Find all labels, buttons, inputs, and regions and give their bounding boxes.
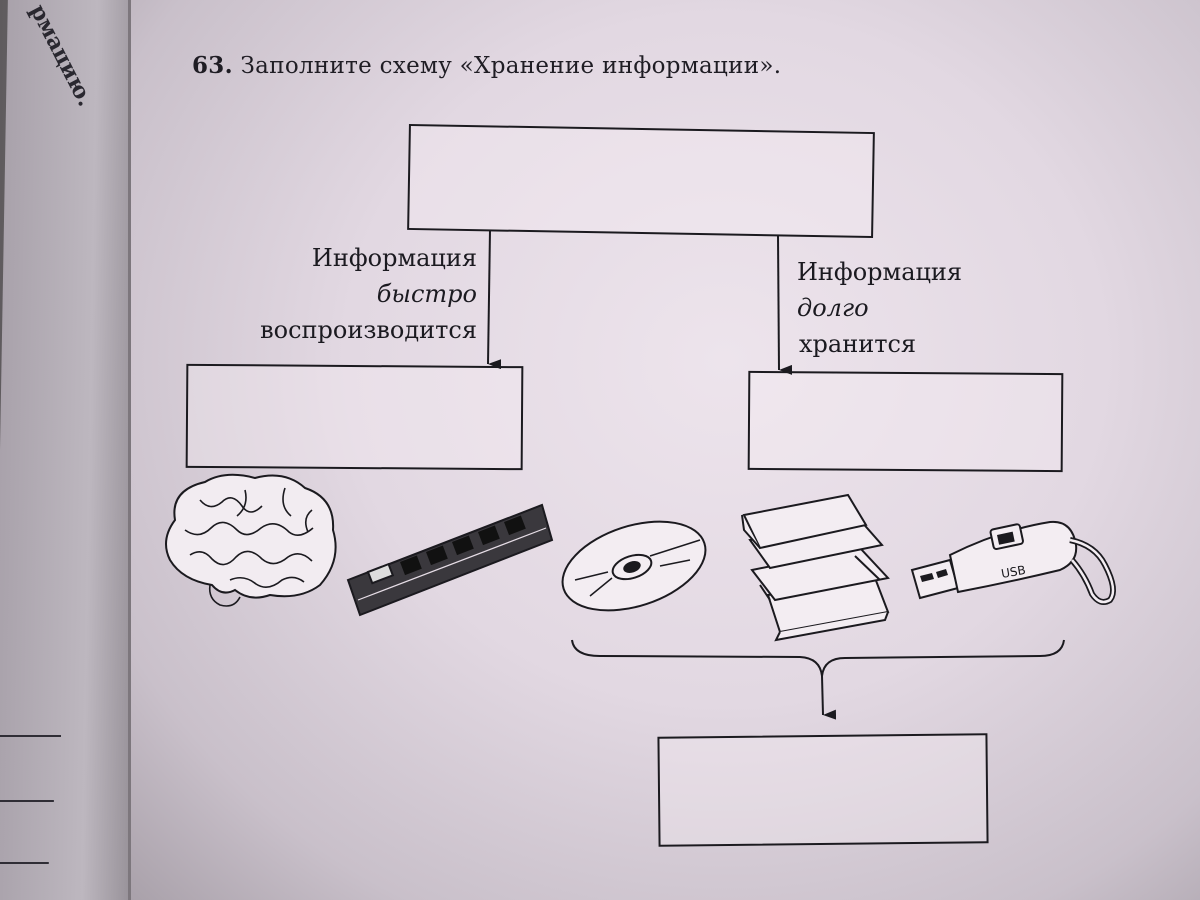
right-label-line2: долго: [797, 294, 869, 322]
compact-disc-icon: [561, 520, 707, 612]
exercise-number: 63.: [192, 52, 233, 79]
left-branch-label: Информация быстро воспроизводится: [212, 240, 477, 348]
left-label-line2: быстро: [376, 280, 477, 308]
ram-module-icon: [346, 503, 554, 617]
left-arrow: [487, 229, 502, 370]
grouping-brace: [571, 639, 1065, 677]
brain-icon: [165, 473, 337, 607]
right-label-line3: хранится: [799, 330, 917, 358]
exercise-title: 63. Заполните схему «Хранение информации…: [192, 52, 781, 79]
brace-arrow: [821, 675, 837, 720]
workbook-page: [128, 0, 1200, 900]
exercise-instruction: Заполните схему «Хранение информации».: [240, 53, 782, 79]
right-label-line1: Информация: [797, 258, 963, 286]
left-label-line3: воспроизводится: [260, 316, 477, 344]
left-label-line1: Информация: [311, 244, 477, 272]
usb-flash-drive-icon: USB: [910, 520, 1117, 605]
book-stack-icon: [741, 493, 890, 642]
right-branch-label: Информация долго хранится: [797, 254, 962, 362]
right-arrow: [777, 235, 793, 375]
usb-label: USB: [1000, 563, 1027, 581]
